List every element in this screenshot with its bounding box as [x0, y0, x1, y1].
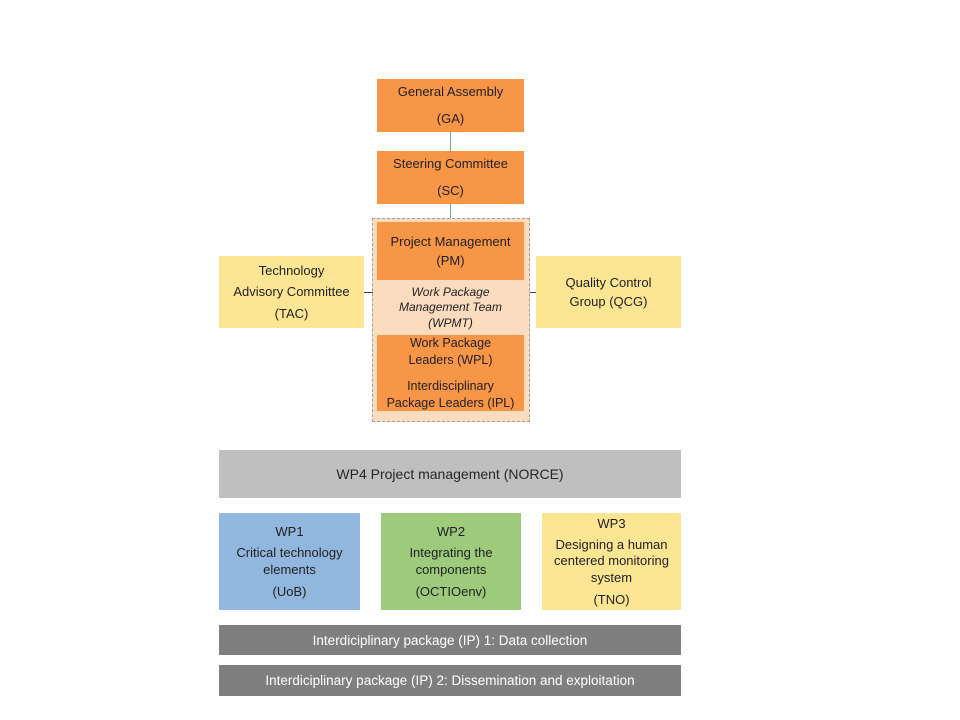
box-wp1: WP1 Critical technology elements (UoB)	[219, 513, 360, 610]
box-quality-control-group: Quality Control Group (QCG)	[536, 256, 681, 328]
ip2-bar-label: Interdiciplinary package (IP) 2: Dissemi…	[265, 673, 635, 688]
wp1-description: Critical technology elements	[236, 545, 343, 577]
general-assembly-label: General Assembly	[397, 84, 504, 100]
wpmt-line2: Management Team	[399, 300, 502, 315]
wp4-bar-label: WP4 Project management (NORCE)	[336, 466, 564, 482]
box-technology-advisory-committee: Technology Advisory Committee (TAC)	[219, 256, 364, 328]
qcg-line2: Group (QCG)	[569, 293, 648, 309]
box-wp2: WP2 Integrating the components (OCTIOenv…	[381, 513, 521, 610]
wp1-id: WP1	[275, 523, 304, 539]
project-management-abbr: (PM)	[436, 252, 465, 268]
ip1-bar-label: Interdiciplinary package (IP) 1: Data co…	[312, 632, 588, 648]
box-wp3: WP3 Designing a human centered monitorin…	[542, 513, 681, 610]
qcg-line1: Quality Control	[565, 274, 652, 290]
box-project-management: Project Management (PM)	[377, 222, 524, 280]
steering-committee-label: Steering Committee	[393, 156, 508, 172]
box-work-package-leaders: Work Package Leaders (WPL) Interdiscipli…	[377, 335, 524, 411]
wp2-id: WP2	[436, 523, 466, 539]
wpl-line2: Leaders (WPL)	[408, 352, 493, 367]
wpl-line1: Work Package	[409, 335, 492, 350]
wp4-management-bar: WP4 Project management (NORCE)	[219, 450, 681, 498]
connector-tac-group	[364, 292, 373, 293]
tac-line1: Technology	[258, 262, 325, 278]
general-assembly-abbr: (GA)	[436, 111, 465, 126]
wp2-org: (OCTIOenv)	[415, 583, 487, 599]
ip1-bar: Interdiciplinary package (IP) 1: Data co…	[219, 625, 681, 655]
connector-ga-sc	[450, 132, 451, 151]
box-wpmt: Work Package Management Team (WPMT)	[377, 280, 524, 335]
connector-group-qcg	[530, 292, 536, 293]
wp3-org: (TNO)	[593, 591, 630, 607]
project-management-label: Project Management	[390, 233, 511, 249]
wpmt-abbr: (WPMT)	[428, 315, 473, 330]
box-general-assembly: General Assembly (GA)	[377, 79, 524, 132]
ipl-line2: Package Leaders (IPL)	[386, 395, 515, 410]
tac-abbr: (TAC)	[274, 305, 309, 321]
steering-committee-abbr: (SC)	[437, 183, 464, 198]
tac-line2: Advisory Committee	[233, 284, 350, 300]
wp1-org: (UoB)	[272, 583, 307, 599]
ip2-bar: Interdiciplinary package (IP) 2: Dissemi…	[219, 665, 681, 696]
wp2-description: Integrating the components	[409, 545, 493, 577]
box-steering-committee: Steering Committee (SC)	[377, 151, 524, 204]
wpmt-line1: Work Package	[411, 284, 490, 299]
connector-sc-management-group	[450, 204, 451, 218]
wp3-description: Designing a human centered monitoring sy…	[554, 537, 669, 585]
wp3-id: WP3	[597, 515, 626, 531]
ipl-line1: Interdisciplinary	[407, 378, 494, 393]
